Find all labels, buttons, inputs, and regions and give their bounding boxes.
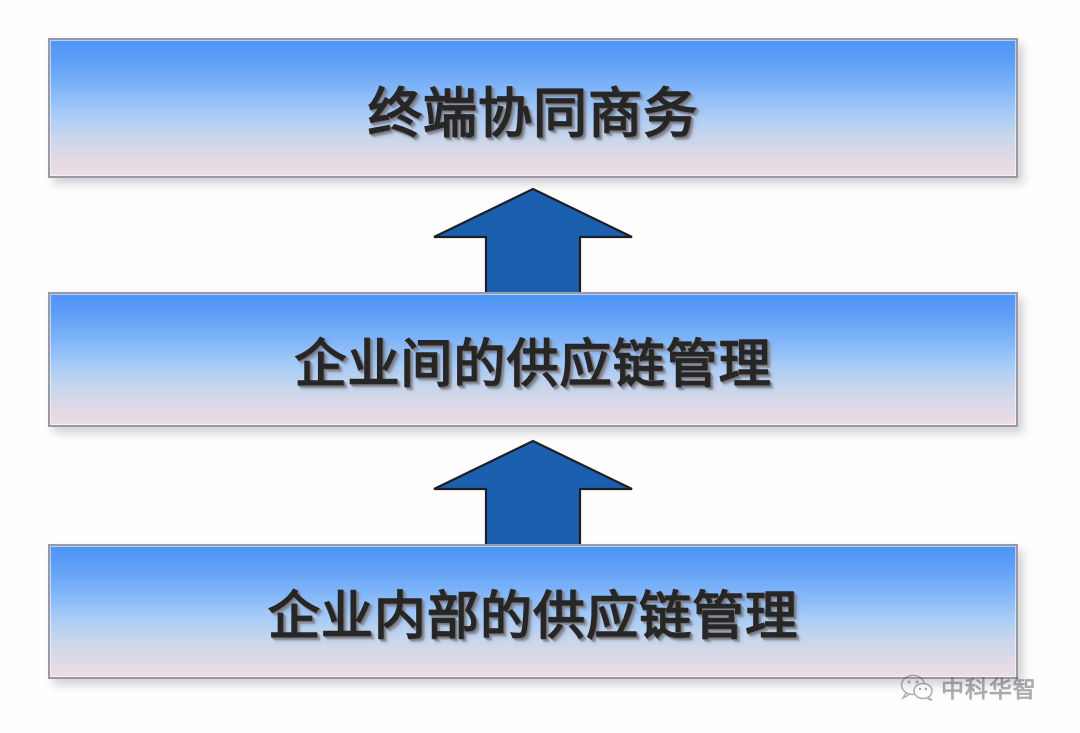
up-arrow-shape (433, 439, 633, 550)
diagram-level-middle: 企业间的供应链管理 (48, 292, 1018, 427)
diagram-level-top-label: 终端协同商务 (367, 83, 699, 144)
diagram-level-top: 终端协同商务 (48, 38, 1018, 178)
diagram-level-bottom-label: 企业内部的供应链管理 (267, 588, 799, 646)
up-arrow-icon-lower (433, 439, 633, 550)
watermark: 中科华智 (900, 666, 1068, 708)
up-arrow-shape (433, 187, 633, 298)
wechat-icon (900, 674, 933, 701)
up-arrow-icon-upper (433, 187, 633, 298)
diagram-level-bottom: 企业内部的供应链管理 (48, 544, 1018, 679)
watermark-label: 中科华智 (941, 676, 1037, 702)
diagram-level-middle-label: 企业间的供应链管理 (294, 336, 772, 394)
